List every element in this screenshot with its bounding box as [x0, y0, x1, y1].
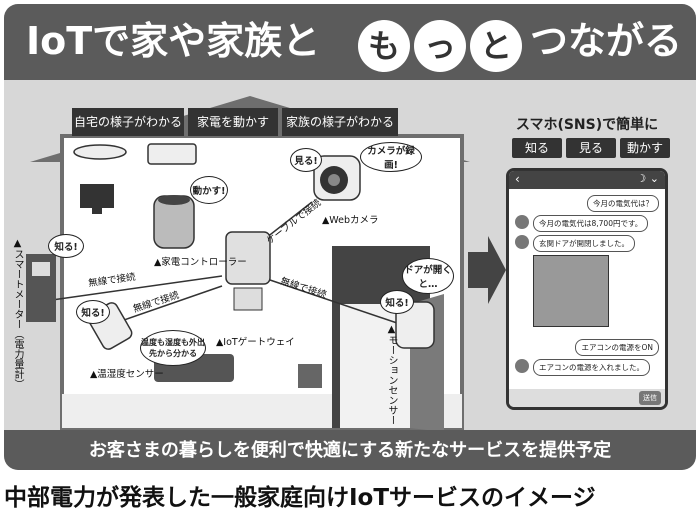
side-table-icon — [298, 364, 322, 388]
bubble-know-motion: 知る! — [380, 290, 414, 314]
bot-avatar-icon-3 — [515, 359, 529, 373]
sns-label: スマホ(SNS)で簡単に — [515, 117, 659, 133]
house-illustration — [26, 96, 506, 432]
ceiling-light-icon — [73, 144, 127, 160]
bubble-door: ドアが開くと… — [402, 258, 454, 294]
chat-msg-2: 今月の電気代は8,700円です。 — [533, 215, 649, 232]
iot-gateway-icon — [225, 231, 271, 285]
bubble-recording: カメラが録画! — [360, 142, 422, 172]
sns-btn-know: 知る — [512, 138, 562, 158]
title-text-2: つながる — [530, 19, 683, 63]
tab-appliance: 家電を動かす — [188, 108, 278, 136]
door-photo — [533, 255, 609, 327]
bubble-move: 動かす! — [190, 176, 228, 204]
sns-btn-see: 見る — [566, 138, 616, 158]
bubble-know-meter: 知る! — [48, 234, 84, 258]
motion-sensor-icon — [395, 301, 435, 349]
bubble-know-temp: 知る! — [76, 300, 110, 324]
title-bar: IoTで家や家族と も っ と つながる — [4, 4, 696, 80]
tv-icon — [80, 184, 114, 208]
wireless-line-motion — [269, 279, 401, 325]
send-button: 送信 — [639, 391, 661, 405]
phone-chat: ‹ ☽ ⌄ 今月の電気代は？ 今月の電気代は8,700円です。 玄関ドアが開閉し… — [506, 168, 668, 410]
title-text-1: IoTで家や家族と — [26, 19, 321, 63]
label-smart-meter: ▲スマートメーター（電力量計） — [12, 238, 23, 389]
header-icons: ☽ ⌄ — [636, 172, 659, 185]
phone-footer: 送信 — [509, 389, 665, 407]
bot-avatar-icon-2 — [515, 235, 529, 249]
bot-avatar-icon — [515, 215, 529, 229]
label-web-camera: ▲Webカメラ — [322, 215, 379, 226]
label-temp-sensor: ▲温湿度センサー — [90, 369, 164, 380]
title-circle-2: っ — [414, 20, 466, 72]
label-motion-sensor: ▲モーションセンサー — [386, 324, 397, 425]
bottom-text: お客さまの暮らしを便利で快適にする新たなサービスを提供予定 — [88, 440, 612, 461]
tab-family-status: 家族の様子がわかる — [282, 108, 398, 136]
sns-btn-move: 動かす — [620, 138, 670, 158]
chat-msg-1: 今月の電気代は？ — [587, 195, 659, 212]
back-icon: ‹ — [515, 172, 520, 186]
chat-msg-5: エアコンの電源を入れました。 — [533, 359, 650, 376]
wireless-line-meter — [51, 275, 223, 301]
title-circle-3: と — [470, 20, 522, 72]
arrow-to-phone — [468, 236, 506, 304]
air-conditioner-icon — [147, 143, 197, 165]
tab-home-status: 自宅の様子がわかる — [72, 108, 184, 136]
wireless-line-temp — [123, 285, 223, 321]
label-iot-gateway: ▲IoTゲートウェイ — [216, 337, 295, 348]
chat-msg-3: 玄関ドアが開閉しました。 — [533, 235, 635, 252]
phone-header: ‹ ☽ ⌄ — [509, 171, 665, 189]
infographic-panel: IoTで家や家族と も っ と つながる — [4, 4, 696, 470]
title-circle-1: も — [358, 20, 410, 72]
chat-msg-4: エアコンの電源をON — [575, 339, 659, 356]
bottom-bar: お客さまの暮らしを便利で快適にする新たなサービスを提供予定 — [4, 430, 696, 470]
caption: 中部電力が発表した一般家庭向けIoTサービスのイメージ — [4, 485, 596, 511]
bubble-temp-info: 温度も湿度も外出先から分かる — [140, 330, 206, 366]
label-home-controller: ▲家電コントローラー — [154, 257, 247, 268]
bubble-see: 見る! — [290, 148, 322, 172]
